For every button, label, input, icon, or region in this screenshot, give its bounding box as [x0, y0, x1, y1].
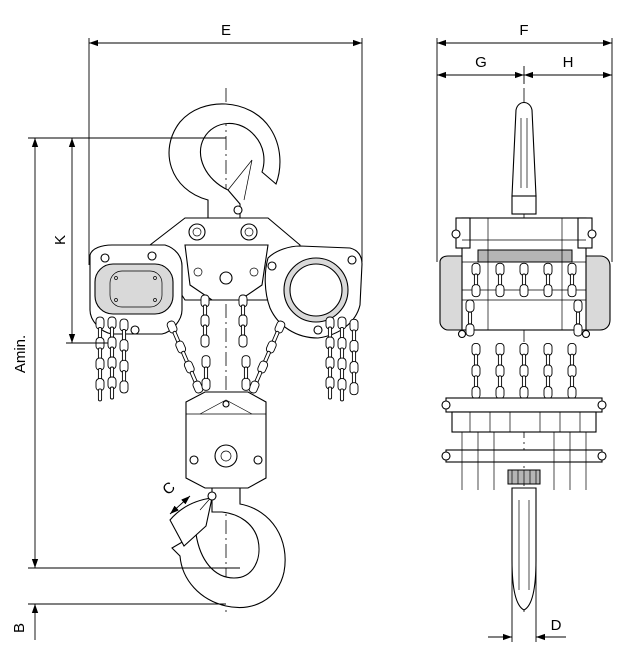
side-chain-link	[519, 284, 529, 298]
dim-label-amin: Amin.	[12, 335, 29, 373]
hand-chain-link	[327, 386, 333, 400]
side-chain-link	[567, 386, 577, 400]
side-chain-link	[521, 273, 527, 287]
side-chain-link	[543, 284, 553, 298]
side-chain-link	[473, 273, 479, 287]
hand-chain-link	[339, 388, 345, 402]
side-chain-link	[471, 386, 481, 400]
side-chain-link	[567, 262, 577, 276]
side-chain-link	[473, 353, 479, 367]
hand-chain-link	[109, 386, 115, 400]
load-chain-link	[241, 355, 251, 369]
side-chain-link	[497, 353, 503, 367]
dim-label-h: H	[563, 54, 574, 71]
side-chain-link	[473, 375, 479, 389]
side-chain-link	[519, 386, 529, 400]
side-chain-link	[573, 323, 583, 337]
side-chain-link	[471, 284, 481, 298]
side-chain-link	[567, 284, 577, 298]
load-chain-link	[201, 377, 211, 391]
side-chain-link	[575, 311, 581, 325]
load-chain-link	[243, 366, 249, 380]
hand-chain-link	[119, 380, 129, 394]
side-chain-link	[495, 284, 505, 298]
side-chain-link	[495, 386, 505, 400]
side-chain-link	[543, 262, 553, 276]
load-chain-link	[201, 355, 211, 369]
load-chain-link	[238, 334, 248, 348]
side-chain-link	[465, 299, 475, 313]
bottom-hook	[169, 487, 286, 609]
load-chains	[95, 294, 359, 402]
side-view: F G H D	[436, 22, 613, 642]
bolt-left	[188, 223, 206, 241]
side-chain-link	[543, 386, 553, 400]
dim-label-d: D	[551, 617, 562, 634]
side-chain-link	[569, 353, 575, 367]
side-chain-link	[545, 375, 551, 389]
hand-chain-link	[97, 388, 103, 402]
load-chain-link	[203, 366, 209, 380]
side-chain-link	[543, 364, 553, 378]
side-chain-link	[543, 342, 553, 356]
side-bottom-hook	[511, 487, 537, 611]
dim-c-line	[169, 495, 191, 515]
side-top-hook	[511, 101, 537, 197]
side-chain-link	[567, 342, 577, 356]
side-chain-link	[497, 375, 503, 389]
side-gear-right	[583, 255, 611, 331]
right-gear-case	[264, 245, 363, 339]
side-chain-link	[519, 364, 529, 378]
dim-label-k: K	[52, 235, 69, 245]
side-gear-left	[439, 255, 465, 331]
side-chain-link	[495, 342, 505, 356]
bottom-block	[185, 391, 267, 489]
side-chain-link	[471, 262, 481, 276]
side-chain-link	[569, 375, 575, 389]
dim-label-b: B	[11, 623, 28, 633]
side-chain-link	[545, 273, 551, 287]
top-hook	[168, 103, 281, 219]
side-chain-link	[467, 311, 473, 325]
bolt-right	[240, 223, 258, 241]
side-chain-link	[497, 273, 503, 287]
side-chain-link	[569, 273, 575, 287]
side-chain-link	[471, 342, 481, 356]
side-chain-link	[519, 262, 529, 276]
side-chain-link	[521, 353, 527, 367]
side-load-chains	[465, 262, 583, 400]
side-chain-link	[471, 364, 481, 378]
load-chain-link	[241, 377, 251, 391]
side-chain-link	[495, 262, 505, 276]
dim-label-f: F	[519, 22, 528, 39]
side-chain-link	[465, 323, 475, 337]
side-chain-link	[495, 364, 505, 378]
dim-label-g: G	[475, 54, 487, 71]
side-chain-link	[521, 375, 527, 389]
dim-label-c: C	[159, 479, 179, 499]
side-chain-link	[519, 342, 529, 356]
load-chain-link	[200, 334, 210, 348]
hand-chain-link	[349, 382, 359, 396]
dim-label-e: E	[221, 22, 231, 39]
side-chain-link	[545, 353, 551, 367]
side-chain-link	[567, 364, 577, 378]
front-view: E K Amin. B C	[11, 22, 363, 640]
side-chain-link	[573, 299, 583, 313]
side-lower-bar	[445, 397, 603, 413]
